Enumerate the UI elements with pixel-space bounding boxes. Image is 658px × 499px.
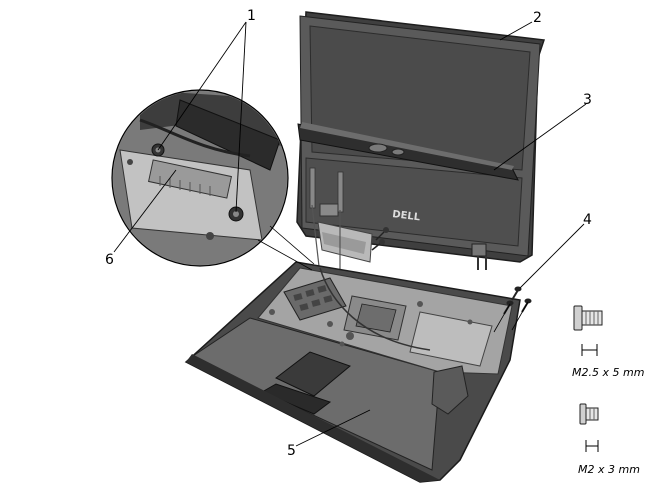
large-screw-icon — [573, 305, 603, 331]
board-components — [269, 301, 473, 347]
screw-guide-1 — [493, 303, 511, 333]
memory-chips — [293, 285, 333, 311]
leader-4 — [519, 223, 585, 289]
leader-5 — [295, 409, 371, 447]
bracket-plate-shade — [322, 232, 366, 254]
computer-base — [184, 261, 521, 483]
base-front-edge — [186, 354, 440, 482]
leader-1b — [235, 21, 247, 213]
hinge-cover-top — [300, 122, 514, 170]
hinge-screws — [493, 286, 532, 333]
zoom-line-lower — [257, 239, 313, 271]
leader-3 — [493, 103, 587, 171]
zoom-line-upper — [269, 225, 315, 265]
touch-pad-buttons — [260, 383, 332, 415]
bracket-screw-2 — [371, 239, 385, 251]
callout-3: 3 — [583, 92, 592, 108]
callout-1: 1 — [247, 8, 256, 24]
status-button — [391, 148, 405, 156]
display-cable-bracket — [311, 203, 389, 276]
callout-4: 4 — [583, 212, 592, 228]
leader-1a — [157, 21, 247, 151]
bracket-screw-1 — [375, 227, 389, 241]
leader-6 — [113, 169, 177, 253]
memory-module — [283, 277, 347, 321]
screw-legend: M2.5 x 5 mm M2 x 3 mm — [572, 305, 644, 476]
board-cable — [319, 267, 431, 351]
callout-2: 2 — [533, 10, 542, 26]
inset-hole-1 — [127, 159, 133, 165]
leader-lines — [113, 21, 587, 447]
dell-logo: DELL — [392, 209, 422, 223]
small-screw-label: M2 x 3 mm — [578, 463, 640, 476]
display-lower-area — [305, 157, 523, 247]
small-screw-scale-icon — [585, 440, 599, 452]
cable-connector — [319, 203, 339, 217]
hinge-screw-1 — [511, 286, 522, 301]
processor-chip — [355, 303, 397, 333]
inset-content — [113, 91, 287, 265]
inset-connector — [147, 159, 233, 199]
power-button — [368, 143, 388, 153]
inset-hole-2 — [206, 232, 214, 240]
inset-hinge-bar — [175, 99, 281, 171]
cable-line-1 — [311, 204, 321, 276]
leader-2 — [499, 21, 533, 41]
inset-connector-pins — [159, 176, 211, 196]
display-assembly: DELL — [296, 11, 546, 270]
io-connectors — [431, 365, 469, 415]
hinge-post-right — [337, 171, 344, 213]
display-panel — [309, 25, 531, 171]
detail-inset — [111, 89, 315, 271]
small-screw-icon — [579, 403, 599, 425]
hinge-post-left — [309, 167, 316, 209]
touch-pad — [275, 351, 351, 397]
callout-6: 6 — [105, 252, 114, 268]
large-screw-scale-icon — [581, 344, 598, 356]
large-screw-label: M2.5 x 5 mm — [572, 366, 644, 379]
hinge-block-right — [471, 243, 487, 257]
screw-guide-2 — [511, 301, 529, 331]
callout-5: 5 — [287, 443, 296, 459]
inset-cable — [139, 118, 251, 158]
